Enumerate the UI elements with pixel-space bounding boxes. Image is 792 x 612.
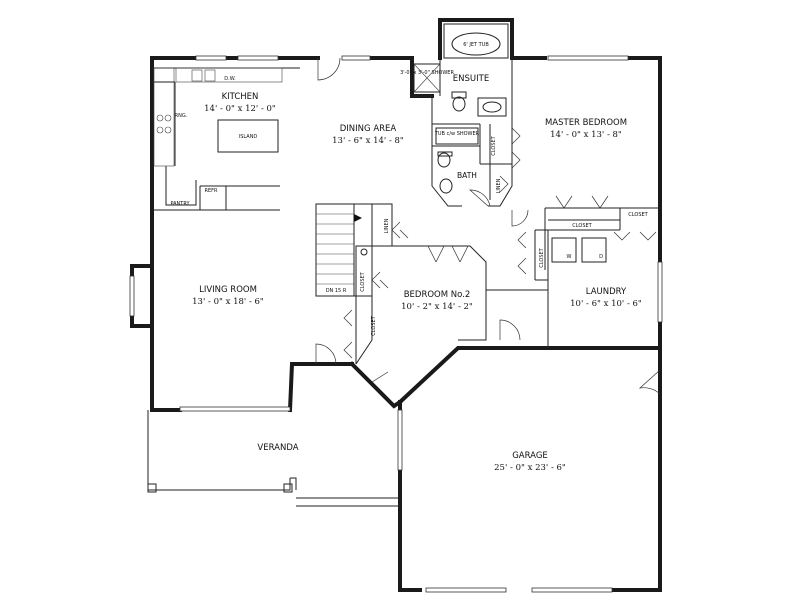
doors	[315, 57, 661, 395]
master-closet-label: CLOSET	[628, 212, 648, 218]
veranda-label: VERANDA	[257, 443, 298, 453]
master-bedroom-dims: 14' - 0" x 13' - 8"	[550, 130, 622, 140]
hall-linen-label: LINEN	[384, 218, 390, 233]
laundry-closet-label: CLOSET	[572, 223, 592, 229]
dishwasher-label: D.W.	[224, 76, 236, 82]
tub-shower-label: TUB c/w SHOWER	[434, 131, 480, 137]
laundry-side-closet-label: CLOSET	[539, 247, 545, 267]
shower-label: 3'-0" x 3'-0" SHOWER	[400, 70, 454, 76]
bedroom2-label: BEDROOM No.2	[404, 290, 471, 300]
stairs-label: DN 15 R	[326, 288, 347, 294]
range-label: RNG.	[175, 113, 188, 119]
living-room-dims: 13' - 0" x 18' - 6"	[192, 297, 264, 307]
bath-label: BATH	[457, 171, 477, 180]
stair-treads	[316, 213, 354, 285]
exterior-walls	[130, 18, 662, 592]
windows	[129, 55, 663, 593]
washer-label: W	[567, 254, 572, 260]
pantry-label: PANTRY	[170, 201, 190, 207]
dining-label: DINING AREA	[340, 124, 397, 134]
dining-dims: 13' - 6" x 14' - 8"	[332, 136, 404, 146]
ensuite-label: ENSUITE	[453, 74, 489, 84]
laundry-label: LAUNDRY	[586, 287, 627, 297]
kitchen-label: KITCHEN	[222, 92, 259, 102]
refr-label: REFR	[205, 188, 219, 194]
bedroom2-closet-label: CLOSET	[371, 315, 377, 335]
island-label: ISLAND	[239, 134, 258, 140]
kitchen-dims: 14' - 0" x 12' - 0"	[204, 104, 276, 114]
bath-closet-label: CLOSET	[491, 135, 497, 155]
laundry-dims: 10' - 6" x 10' - 6"	[570, 299, 642, 309]
bath-linen-label: LINEN	[496, 178, 502, 193]
master-bedroom-label: MASTER BEDROOM	[545, 118, 627, 128]
stair-closet-label: CLOSET	[360, 271, 366, 291]
jet-tub-label: 6' JET TUB	[463, 42, 489, 48]
living-room-label: LIVING ROOM	[199, 285, 257, 295]
garage-label: GARAGE	[512, 451, 548, 461]
dryer-label: D	[599, 254, 603, 260]
bedroom2-dims: 10' - 2" x 14' - 2"	[401, 302, 473, 312]
garage-dims: 25' - 0" x 23' - 6"	[494, 463, 566, 473]
interior-walls	[147, 23, 660, 507]
